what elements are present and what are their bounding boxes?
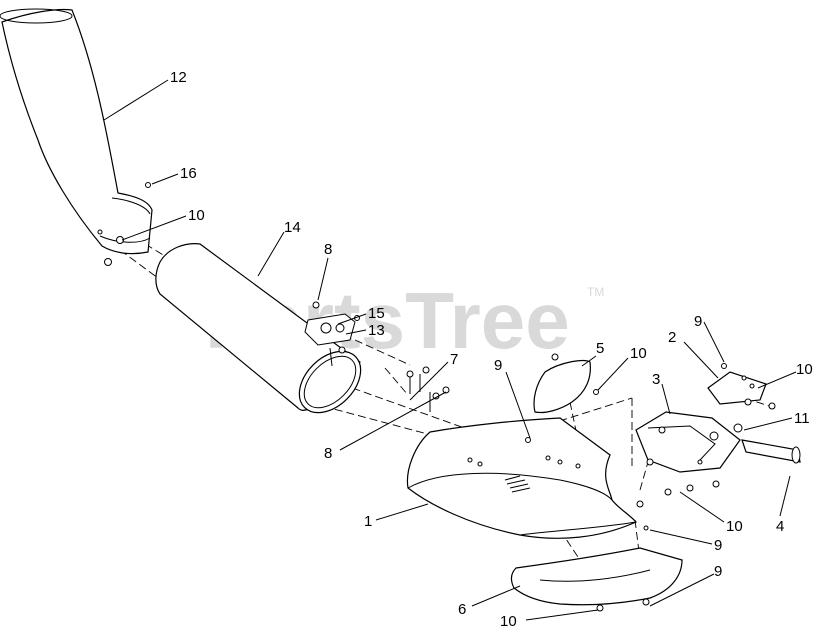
callout-5: 5 <box>596 340 604 357</box>
part-2-bracket <box>707 363 776 410</box>
callout-12: 12 <box>170 69 187 86</box>
callout-10: 10 <box>188 207 205 224</box>
callout-9: 9 <box>494 357 502 374</box>
callout-16: 16 <box>180 165 197 182</box>
callout-4: 4 <box>776 518 784 535</box>
callout-10: 10 <box>630 345 647 362</box>
callout-1: 1 <box>364 513 372 530</box>
callout-9: 9 <box>714 537 722 554</box>
part-13-15-clamp <box>304 301 360 354</box>
callout-2: 2 <box>668 329 676 346</box>
part-7-8-hardware <box>406 366 450 412</box>
callout-7: 7 <box>450 351 458 368</box>
leader-lines <box>103 79 797 621</box>
callout-14: 14 <box>284 219 301 236</box>
part-12-upper-chute <box>0 8 153 266</box>
callout-9: 9 <box>694 313 702 330</box>
callout-13: 13 <box>368 322 385 339</box>
callout-9: 9 <box>714 563 722 580</box>
part-14-tube <box>155 243 362 414</box>
callout-labels: 12 16 10 14 8 15 13 7 8 9 5 10 2 9 3 10 … <box>170 69 813 630</box>
callout-6: 6 <box>458 601 466 618</box>
callout-8: 8 <box>324 241 332 258</box>
part-3-mount-plate <box>635 411 741 496</box>
part-6-lower-deflector <box>510 525 683 612</box>
callout-10: 10 <box>726 518 743 535</box>
part-1-deflector <box>406 417 644 539</box>
watermark-tm: TM <box>587 285 604 299</box>
callout-11: 11 <box>794 410 810 427</box>
callout-3: 3 <box>652 371 660 388</box>
callout-8: 8 <box>324 445 332 462</box>
part-4-11-rod <box>733 423 801 464</box>
callout-10: 10 <box>796 361 813 378</box>
part-5-cap <box>533 353 599 414</box>
callout-10: 10 <box>500 613 517 630</box>
callout-15: 15 <box>368 305 385 322</box>
